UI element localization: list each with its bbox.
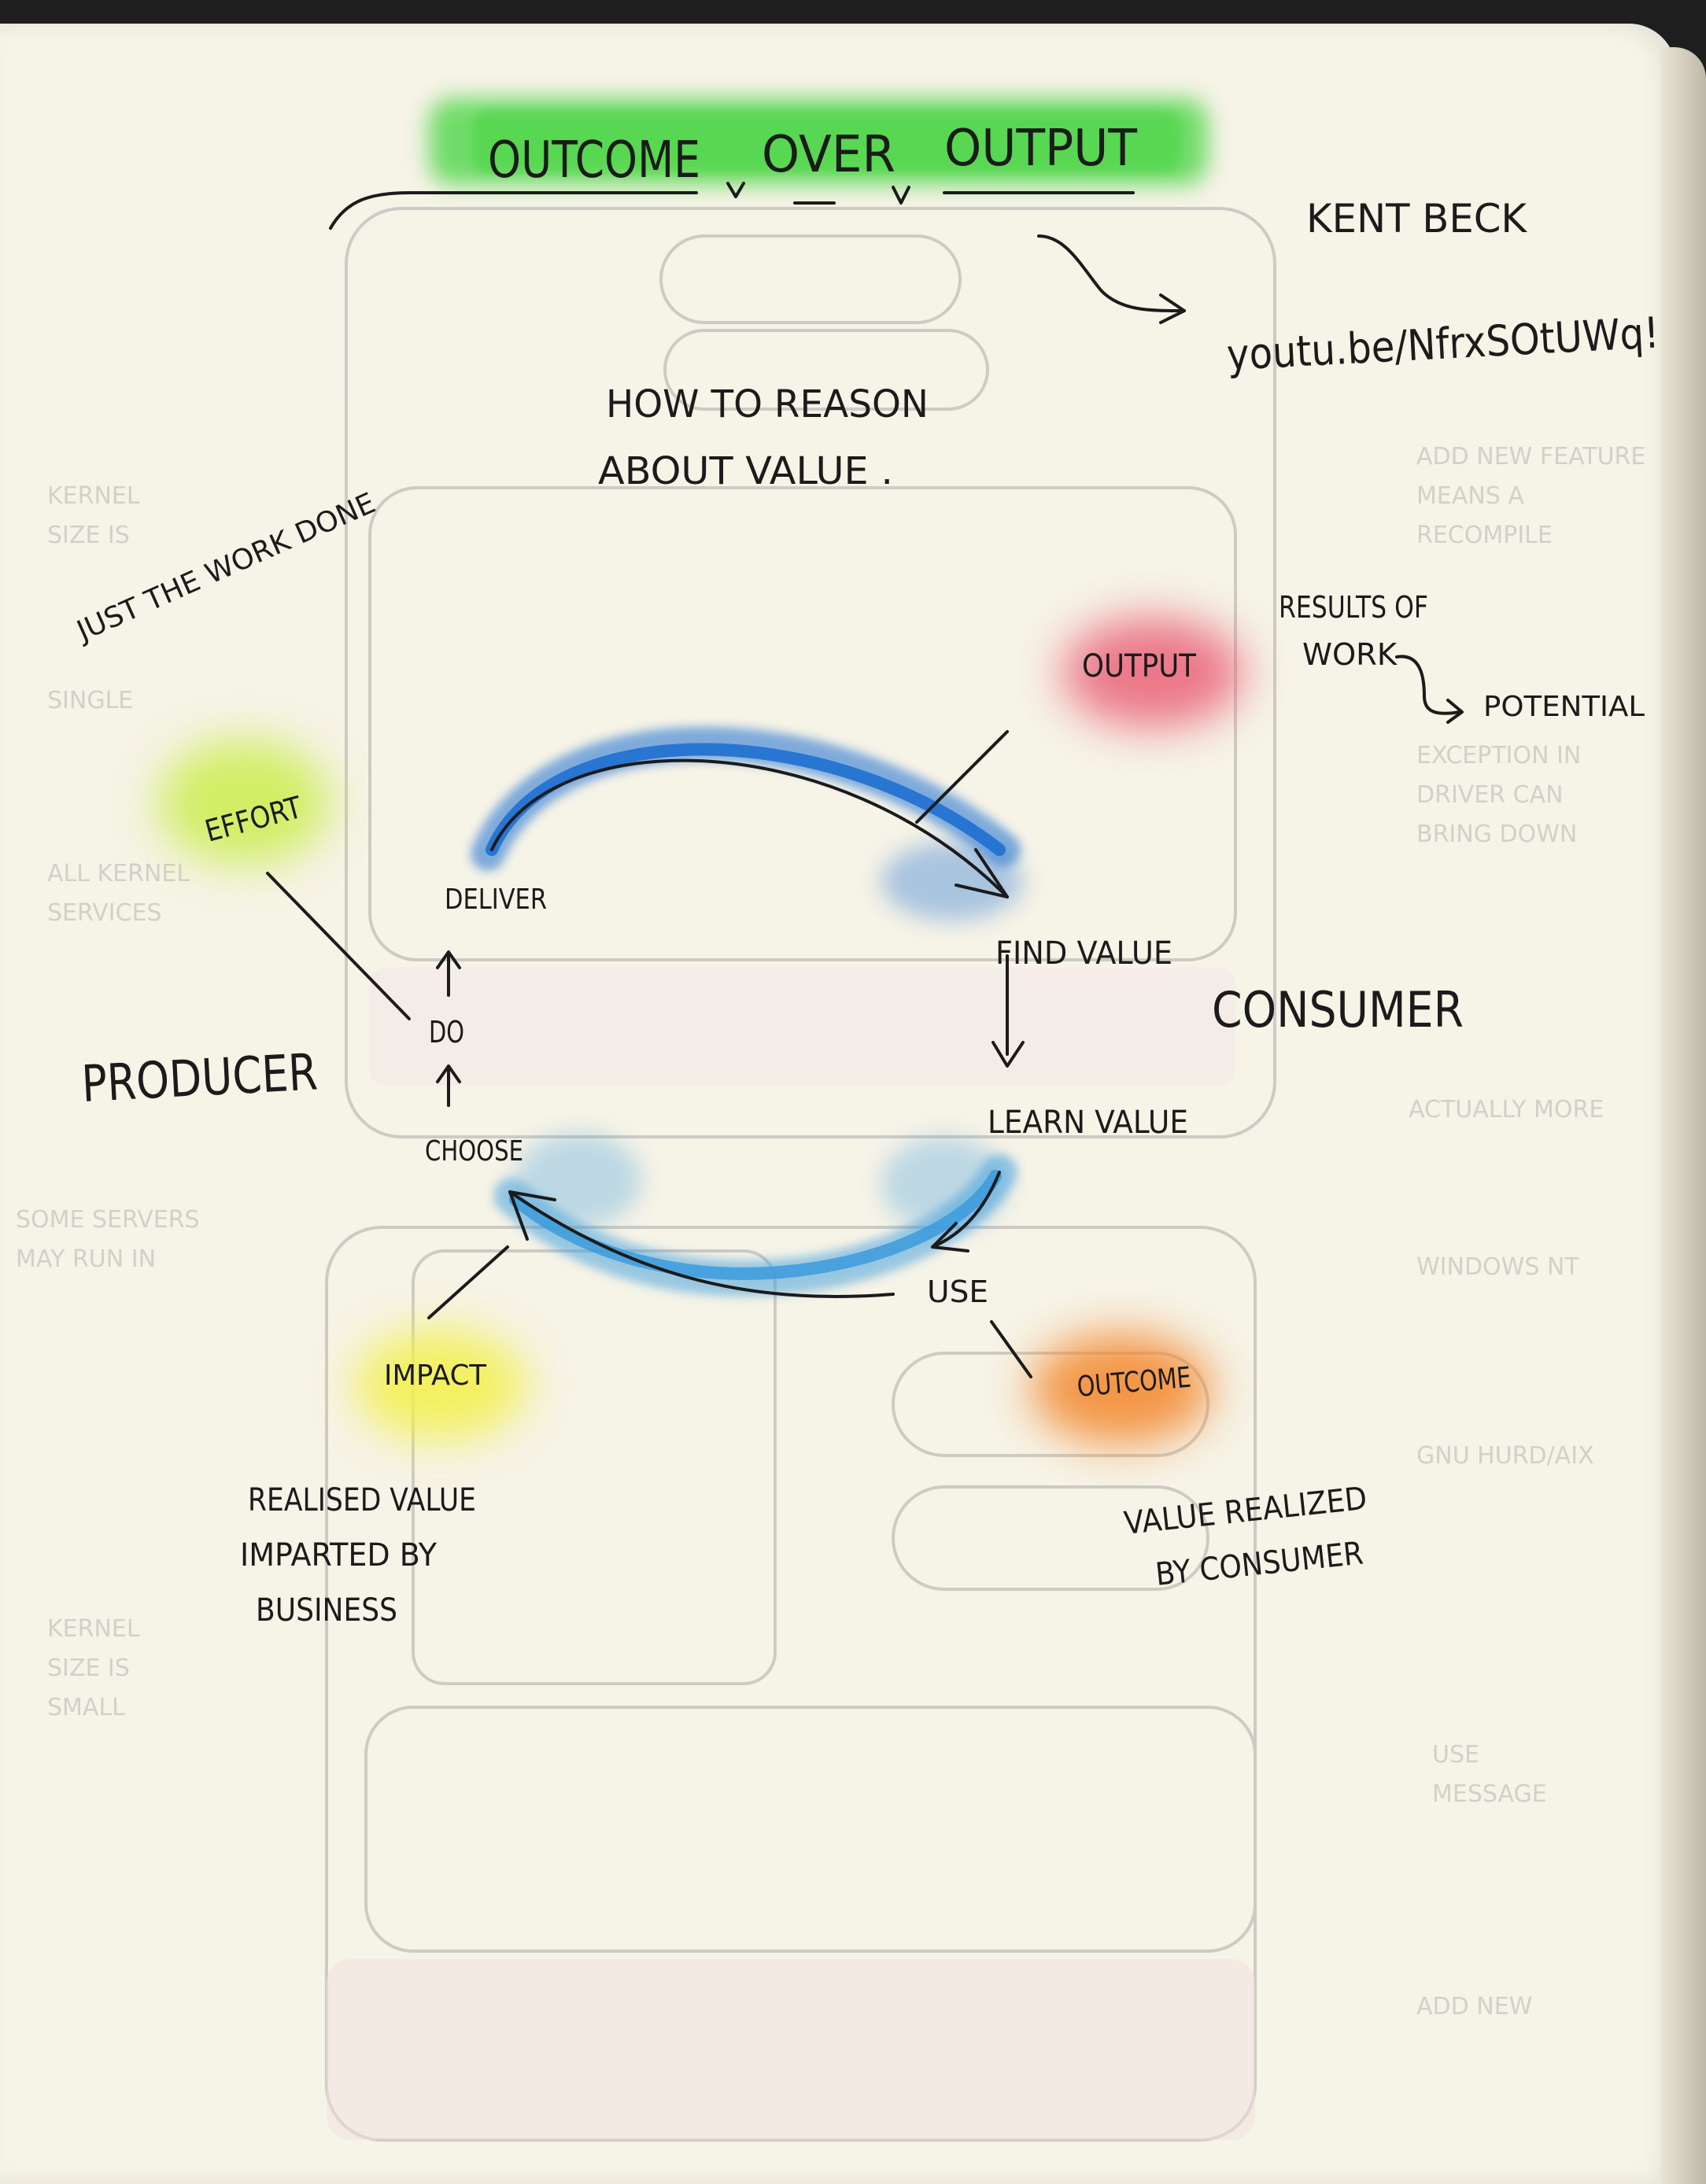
bleed-through-sketch: KERNEL SIZE IS SINGLE ALL KERNEL SERVICE… — [16, 207, 1645, 2142]
svg-text:SERVICES: SERVICES — [47, 899, 162, 927]
video-link: youtu.be/NfrxSOtUWq! — [1225, 308, 1660, 380]
svg-text:MEANS A: MEANS A — [1416, 482, 1524, 510]
cycle-choose: CHOOSE — [425, 1135, 523, 1168]
subtitle-line-1: HOW TO REASON — [606, 382, 929, 426]
svg-text:MAY RUN IN: MAY RUN IN — [16, 1245, 156, 1273]
realised-value-line-3: BUSINESS — [256, 1592, 397, 1629]
deliver-arrow — [471, 726, 1023, 920]
subtitle-line-2: ABOUT VALUE . — [598, 449, 893, 493]
svg-text:MESSAGE: MESSAGE — [1432, 1780, 1547, 1808]
svg-text:ACTUALLY MORE: ACTUALLY MORE — [1409, 1096, 1604, 1123]
cycle-learn-value: LEARN VALUE — [988, 1105, 1188, 1141]
use-arrow — [493, 1133, 1017, 1299]
just-the-work-note: JUST THE WORK DONE — [71, 487, 380, 648]
page-edge — [1660, 47, 1706, 2184]
svg-text:ALL KERNEL: ALL KERNEL — [47, 860, 190, 887]
svg-text:ADD NEW FEATURE: ADD NEW FEATURE — [1416, 443, 1645, 470]
consumer-label: CONSUMER — [1212, 981, 1464, 1039]
svg-text:BRING DOWN: BRING DOWN — [1416, 821, 1577, 848]
output-label: OUTPUT — [1082, 648, 1197, 684]
svg-text:SOME SERVERS: SOME SERVERS — [16, 1206, 200, 1234]
svg-text:EXCEPTION IN: EXCEPTION IN — [1416, 742, 1581, 769]
output-blob — [1062, 618, 1243, 728]
realised-value-line-1: REALISED VALUE — [248, 1482, 476, 1518]
potential-note: POTENTIAL — [1483, 691, 1645, 723]
svg-text:SIZE IS: SIZE IS — [47, 1655, 130, 1682]
realised-value-line-2: IMPARTED BY — [240, 1537, 438, 1573]
effort-blob — [157, 740, 330, 865]
svg-text:ADD NEW: ADD NEW — [1416, 1993, 1532, 2020]
cycle-find-value: FIND VALUE — [995, 935, 1172, 972]
impact-label: IMPACT — [384, 1359, 487, 1392]
svg-text:SMALL: SMALL — [47, 1694, 125, 1721]
ink-connectors — [266, 182, 1464, 1378]
title-word-outcome: OUTCOME — [488, 131, 700, 190]
author-name: KENT BECK — [1306, 196, 1527, 242]
value-realized-line-2: BY CONSUMER — [1154, 1535, 1364, 1592]
cycle-deliver: DELIVER — [445, 884, 547, 916]
value-realized-line-1: VALUE REALIZED — [1122, 1481, 1368, 1542]
svg-text:USE: USE — [1432, 1741, 1479, 1769]
svg-text:DRIVER CAN: DRIVER CAN — [1416, 781, 1564, 809]
impact-blob — [354, 1330, 527, 1440]
svg-text:GNU HURD/AIX: GNU HURD/AIX — [1416, 1442, 1594, 1470]
title: OUTCOME OVER OUTPUT — [488, 120, 1138, 190]
producer-label: PRODUCER — [80, 1043, 319, 1114]
results-of-work-line-1: RESULTS OF — [1279, 590, 1428, 625]
svg-text:WINDOWS NT: WINDOWS NT — [1416, 1253, 1579, 1281]
cycle-use: USE — [927, 1275, 988, 1309]
notebook-page — [0, 24, 1676, 2184]
title-highlight — [429, 98, 1208, 185]
title-word-over: OVER — [762, 126, 895, 184]
svg-text:SIZE IS: SIZE IS — [47, 522, 130, 549]
svg-text:RECOMPILE: RECOMPILE — [1416, 522, 1553, 549]
outcome-blob — [1031, 1334, 1212, 1444]
svg-text:KERNEL: KERNEL — [47, 482, 140, 510]
svg-text:SINGLE: SINGLE — [47, 687, 133, 714]
title-word-output: OUTPUT — [944, 120, 1138, 178]
results-of-work-line-2: WORK — [1302, 637, 1398, 672]
svg-text:KERNEL: KERNEL — [47, 1615, 140, 1643]
cycle-do: DO — [429, 1015, 464, 1050]
